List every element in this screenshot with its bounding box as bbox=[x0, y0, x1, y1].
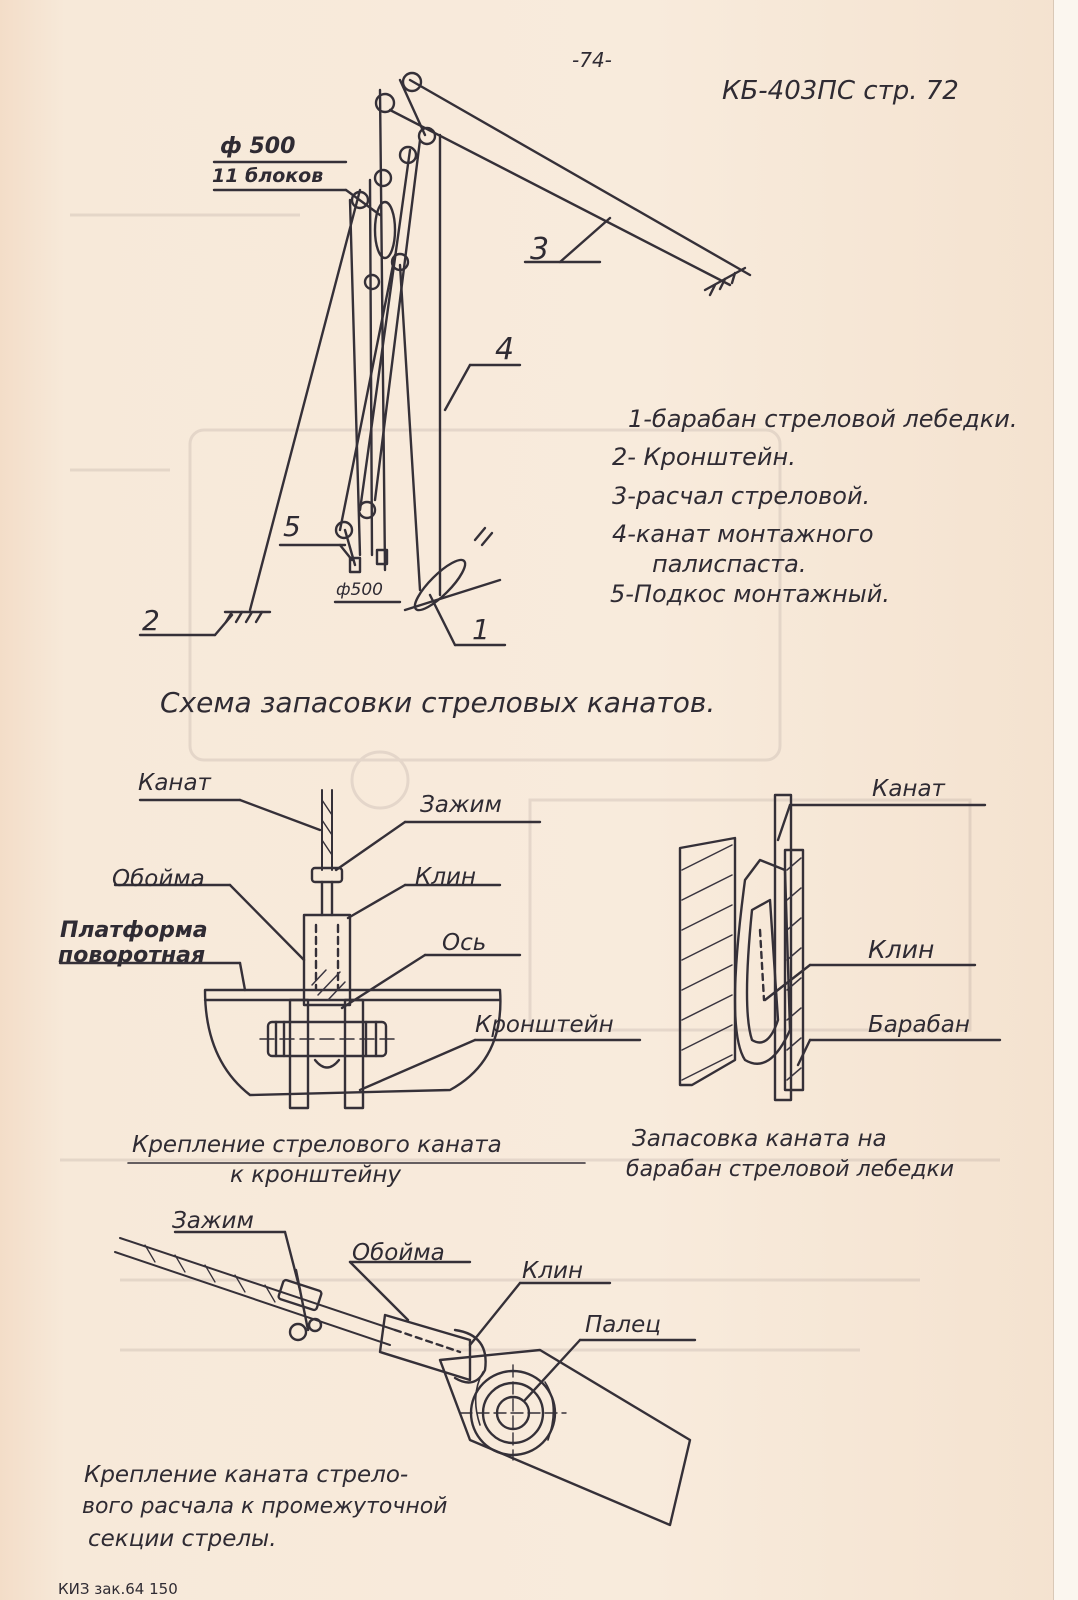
small-sheave-label: ф500 bbox=[336, 580, 383, 600]
pendant-rope-3b bbox=[388, 108, 732, 287]
document-reference: КБ-403ПС стр. 72 bbox=[722, 76, 959, 106]
rope-end bbox=[773, 793, 793, 1102]
pendant-wedge bbox=[453, 1328, 487, 1384]
sheave bbox=[357, 500, 377, 520]
drum-label-wedge: Клин bbox=[868, 935, 935, 964]
strut-anchor bbox=[348, 556, 362, 574]
page-number: -74- bbox=[572, 48, 612, 72]
reeving-diag-b bbox=[358, 148, 412, 512]
pendant-label-sleeve: Обойма bbox=[352, 1240, 445, 1266]
sheave bbox=[363, 273, 381, 291]
sheave bbox=[373, 168, 393, 188]
drum-tick bbox=[473, 526, 487, 542]
sheave bbox=[334, 520, 354, 540]
legend-item-1: 1-барабан стреловой лебедки. bbox=[628, 405, 1018, 433]
pendant-caption-1: Крепление каната стрело- bbox=[84, 1462, 409, 1488]
reeving-diag-a bbox=[338, 253, 397, 532]
legend-item-3: 3-расчал стреловой. bbox=[612, 482, 871, 510]
rotating-platform bbox=[203, 988, 502, 1097]
pendant-label-pin: Палец bbox=[585, 1312, 661, 1338]
legend-item-5: 5-Подкос монтажный. bbox=[610, 580, 890, 608]
marker-3: 3 bbox=[530, 232, 550, 267]
label-axle: Ось bbox=[442, 930, 487, 956]
sheave bbox=[390, 252, 410, 272]
pendant-rope-3 bbox=[408, 78, 752, 277]
drum-flange-left bbox=[678, 836, 737, 1087]
wedge-loop bbox=[313, 1058, 341, 1069]
clamp-nut bbox=[288, 1322, 308, 1342]
pendant-sleeve bbox=[378, 1313, 472, 1382]
hook-block bbox=[373, 200, 397, 260]
sheave bbox=[417, 126, 437, 146]
label-bracket: Кронштейн bbox=[475, 1012, 614, 1038]
drum-reeving-drawing bbox=[678, 793, 1002, 1102]
reeving-line-d bbox=[398, 263, 422, 592]
drum-base bbox=[403, 578, 502, 612]
bracket-attachment-drawing bbox=[58, 789, 642, 1110]
drum-label-rope: Канат bbox=[872, 776, 945, 802]
label-wedge: Клин bbox=[415, 864, 477, 890]
winch-drum bbox=[413, 558, 467, 612]
marker-4: 4 bbox=[495, 332, 515, 367]
pendant-caption-2: вого расчала к промежуточной bbox=[82, 1494, 448, 1519]
label-clamp: Зажим bbox=[420, 792, 502, 818]
drum-wedge-inner bbox=[745, 898, 780, 1044]
drum-caption-1: Запасовка каната на bbox=[632, 1126, 887, 1152]
marker-2: 2 bbox=[142, 604, 160, 637]
label-platform: Платформа bbox=[60, 918, 208, 943]
sheave bbox=[398, 145, 418, 165]
pendant-caption-3: секции стрелы. bbox=[88, 1526, 277, 1552]
sheave bbox=[401, 71, 423, 93]
pendant-label-clamp: Зажим bbox=[172, 1208, 254, 1234]
bracket-plate-left bbox=[288, 998, 310, 1110]
rope-sleeve bbox=[302, 913, 352, 1007]
drum-caption-2: барабан стреловой лебедки bbox=[626, 1157, 955, 1182]
pendant-clamp bbox=[277, 1278, 323, 1312]
reeving-line-b bbox=[368, 178, 374, 557]
marker-1: 1 bbox=[472, 613, 490, 646]
marker-5: 5 bbox=[283, 510, 301, 543]
scheme-caption: Схема запасовки стреловых канатов. bbox=[160, 686, 716, 719]
head-rope bbox=[398, 78, 427, 137]
label-platform-2: поворотная bbox=[58, 943, 206, 968]
bracket-caption-2: к кронштейну bbox=[230, 1162, 401, 1188]
sheave bbox=[374, 92, 396, 114]
label-sleeve: Обойма bbox=[112, 866, 205, 892]
strut-anchor bbox=[375, 548, 389, 566]
reeving-scheme bbox=[138, 71, 752, 647]
boom-section-plate bbox=[438, 1348, 692, 1527]
reeving-diag-c bbox=[373, 138, 422, 502]
bracket-caption-1: Крепление стрелового каната bbox=[132, 1132, 502, 1158]
print-stamp: КИЗ зак.64 150 bbox=[58, 1580, 178, 1598]
sheave-count-label: 11 блоков bbox=[212, 165, 324, 187]
legend-item-4-cont: палиспаста. bbox=[652, 550, 807, 578]
sheave bbox=[350, 190, 370, 210]
sheave-size-label: ф 500 bbox=[220, 134, 296, 159]
pendant-attachment-drawing bbox=[114, 1230, 697, 1527]
page-edge bbox=[1053, 0, 1078, 1600]
pendant-label-wedge: Клин bbox=[522, 1258, 584, 1284]
drum-tick bbox=[480, 531, 494, 547]
drum-label-drum: Барабан bbox=[868, 1012, 970, 1038]
strut-line bbox=[248, 188, 362, 612]
legend-item-2: 2- Кронштейн. bbox=[612, 443, 796, 471]
label-rope: Канат bbox=[138, 770, 211, 796]
drum-wedge bbox=[733, 858, 792, 1065]
rope-clamp bbox=[310, 866, 344, 884]
reeving-line-a bbox=[348, 198, 362, 557]
legend-item-4: 4-канат монтажного bbox=[612, 520, 874, 548]
